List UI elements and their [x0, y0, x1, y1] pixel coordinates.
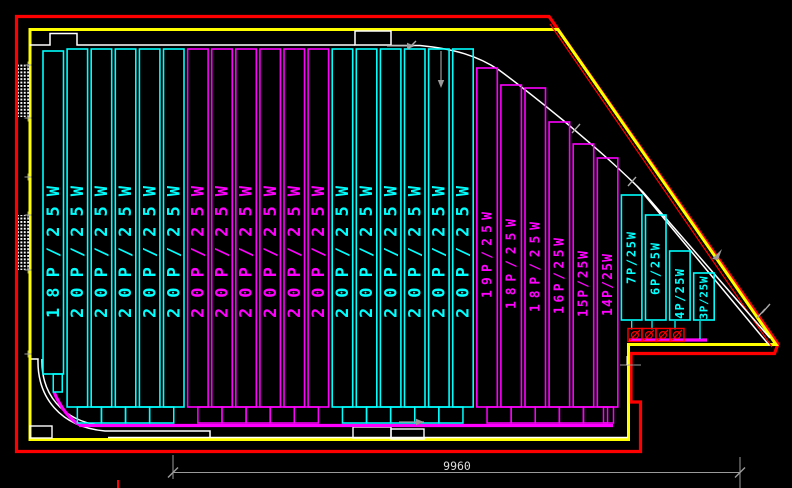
break-mark	[407, 40, 417, 50]
loop-label: 6P/25W	[649, 242, 663, 295]
heating-loop-bar	[572, 143, 595, 408]
heating-loop-bar	[403, 48, 426, 408]
corner-arc-outer	[31, 358, 211, 438]
valve-symbol-icon	[643, 329, 655, 341]
break-mark	[627, 176, 637, 187]
dimension-tick	[167, 467, 179, 478]
valve-symbol-icon	[629, 329, 641, 341]
heating-loop-bar	[427, 48, 450, 408]
heating-loop-bar	[90, 48, 113, 408]
heating-loop-bar	[524, 87, 547, 408]
heating-loop-bar	[620, 194, 643, 321]
heating-loop-bar	[186, 48, 209, 408]
valve-symbol-icon	[658, 331, 667, 340]
heating-loop-bar	[596, 157, 619, 408]
heating-loop-bar	[355, 48, 378, 408]
heating-loop-bar	[668, 250, 691, 321]
loop-label: 7P/25W	[625, 231, 639, 284]
heating-loop-bar	[283, 48, 306, 408]
valve-symbol-icon	[657, 329, 669, 341]
dimension-tick	[734, 467, 746, 478]
loop-label: 4P/25W	[673, 268, 687, 319]
heating-loop-bar	[162, 48, 185, 408]
loop-label: 3P/25W	[698, 276, 711, 319]
break-mark	[761, 303, 771, 314]
arrow-icon	[416, 418, 424, 426]
heating-loop-bar	[42, 50, 65, 375]
arrow-icon	[437, 80, 445, 88]
valve-symbol-icon	[630, 331, 639, 340]
heating-loop-bar	[379, 48, 402, 408]
loop-connector	[438, 406, 464, 424]
diagonal-wall-line-2	[636, 185, 770, 346]
heating-loop-bar	[114, 48, 137, 408]
column-hatch	[18, 215, 29, 270]
curved-wall-line	[419, 44, 771, 339]
loop-label: 15P/25W	[577, 251, 592, 317]
heating-loop-bar	[500, 84, 523, 408]
inner-wall-yellow	[28, 28, 779, 441]
heating-loop-bar	[331, 48, 354, 408]
valve-symbol-icon	[671, 329, 683, 341]
heating-loop-bar	[475, 67, 499, 408]
loop-connector	[582, 406, 609, 424]
heating-loop-bar	[451, 48, 475, 408]
loop-label: 16P/25W	[553, 238, 568, 314]
valve-symbol-icon	[672, 331, 681, 340]
column-hatch	[18, 64, 29, 117]
arrow-icon	[712, 249, 722, 260]
heating-loop-bar	[548, 121, 571, 408]
valve-symbol-icon	[644, 331, 653, 340]
door-opening-bottom-2	[390, 428, 425, 440]
dimension-label: 9960	[443, 459, 471, 473]
break-mark	[571, 123, 581, 134]
loop-connector	[293, 406, 320, 424]
heating-loop-bar	[692, 272, 716, 321]
loop-connector	[148, 406, 175, 424]
loop-label: 14P/25W	[601, 254, 616, 316]
heating-loop-bar	[259, 48, 282, 408]
door-opening-bottom-left	[29, 425, 53, 439]
heating-loop-bar	[307, 48, 330, 408]
door-opening-top	[354, 30, 392, 46]
wall-line-top	[30, 32, 355, 46]
thin-red-diagonal	[549, 23, 773, 348]
heating-loop-bar	[138, 48, 161, 408]
heating-loop-bar	[210, 48, 233, 408]
heating-loop-bar	[644, 214, 667, 321]
heating-loop-bar	[235, 48, 258, 408]
heating-loop-bar	[66, 48, 89, 408]
valve-box	[669, 327, 685, 343]
